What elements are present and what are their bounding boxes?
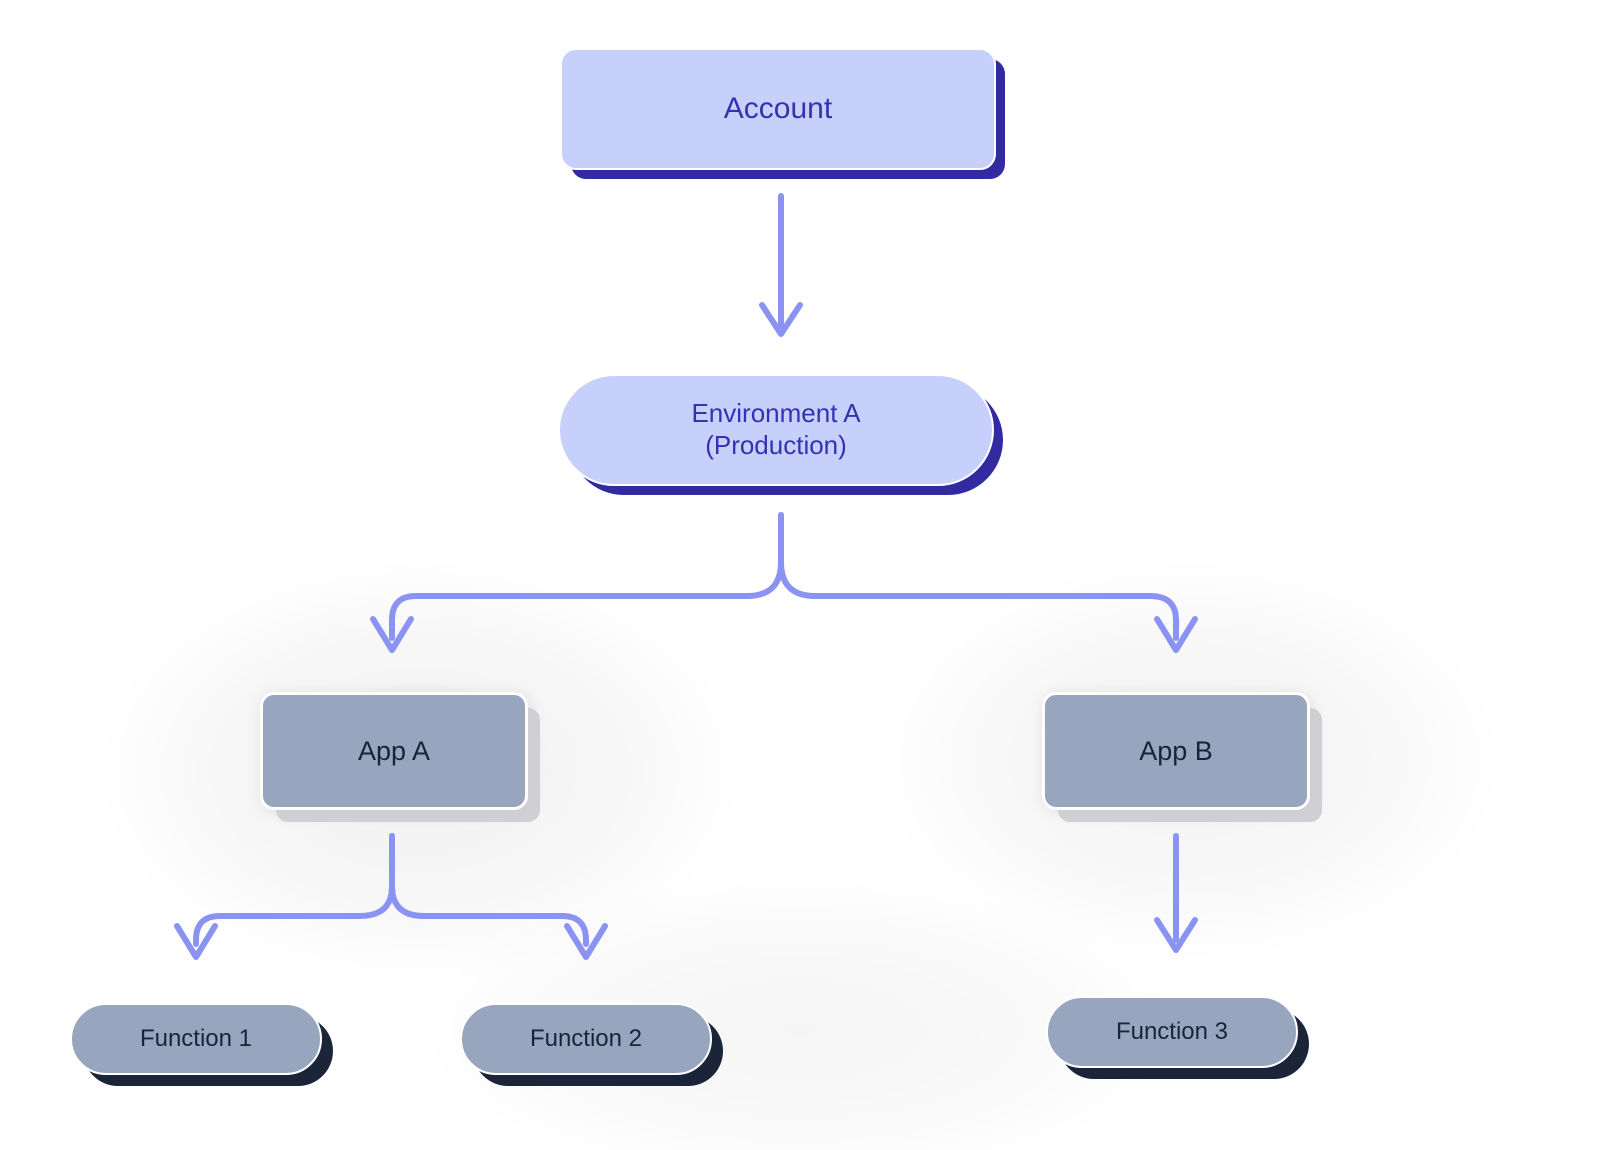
node-function-2-label: Function 2: [529, 1025, 643, 1053]
node-app-a[interactable]: App A: [260, 692, 528, 810]
edge-app-b-to-function-3: [1154, 833, 1198, 953]
node-app-b[interactable]: App B: [1042, 692, 1310, 810]
node-account-label: Account: [723, 91, 833, 125]
node-function-2[interactable]: Function 2: [460, 1003, 712, 1075]
node-environment-a-label-line1: Environment A: [691, 398, 861, 429]
node-function-3-label: Function 3: [1115, 1018, 1229, 1046]
edge-account-to-environment: [759, 193, 803, 337]
node-app-a-label: App A: [357, 735, 431, 766]
node-function-1[interactable]: Function 1: [70, 1003, 322, 1075]
node-app-b-label: App B: [1139, 735, 1213, 766]
node-function-3[interactable]: Function 3: [1046, 996, 1298, 1068]
edge-app-a-to-function-2: [389, 833, 608, 960]
edge-app-a-to-function-1: [174, 833, 395, 960]
edge-environment-to-app-b: [778, 512, 1198, 653]
edge-environment-to-app-a: [370, 512, 784, 653]
node-environment-a-label: Environment A (Production): [691, 398, 860, 461]
node-account[interactable]: Account: [560, 48, 996, 170]
node-function-1-label: Function 1: [139, 1025, 253, 1053]
node-environment-a[interactable]: Environment A (Production): [558, 374, 994, 486]
node-environment-a-label-line2: (Production): [705, 430, 847, 460]
